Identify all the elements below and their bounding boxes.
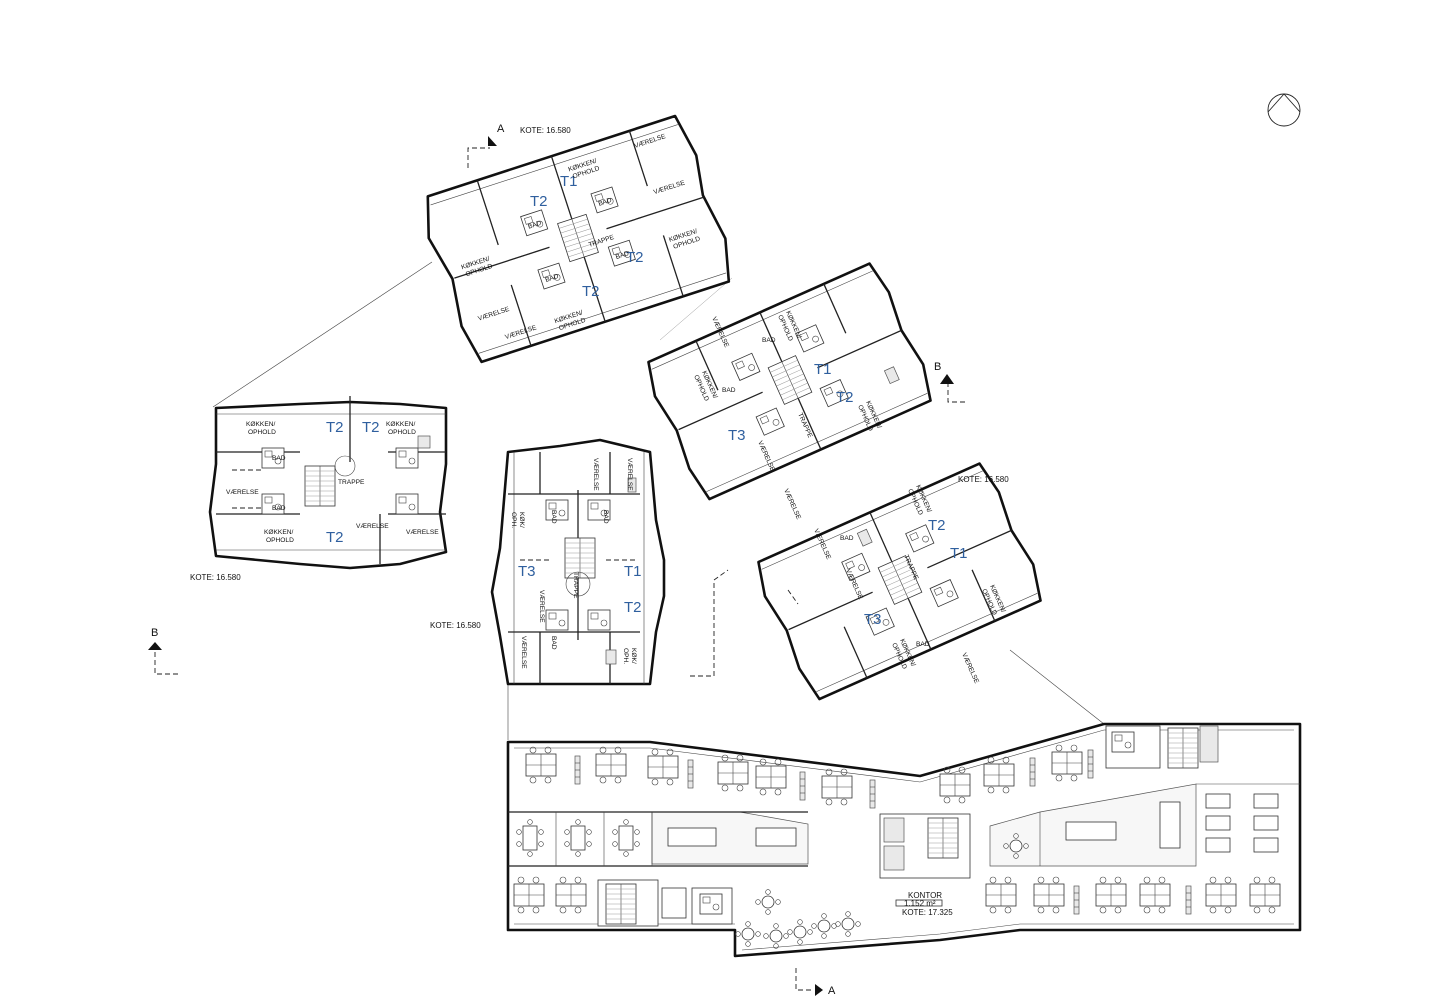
elevation-label-left: KOTE: 16.580 xyxy=(190,573,241,582)
unit-label-right-t1-b: T1 xyxy=(950,545,968,562)
room-label: BAD xyxy=(598,197,613,208)
room-label: VÆRELSE xyxy=(592,458,599,491)
room-label: VÆRELSE xyxy=(356,523,389,530)
room-label: TRAPPE xyxy=(572,572,579,599)
svg-text:B: B xyxy=(934,361,941,373)
room-label: BAD xyxy=(722,387,736,394)
room-label: VÆRELSE xyxy=(477,306,511,323)
unit-label-right-t1-a: T1 xyxy=(814,361,832,378)
room-label: OPHOLD xyxy=(266,537,294,544)
building-right-lower xyxy=(757,462,1042,701)
room-label: VÆRELSE xyxy=(538,590,545,623)
section-marker-b-left: B xyxy=(148,627,180,675)
room-label: OPHOLD xyxy=(388,429,416,436)
elevation-label-top: KOTE: 16.580 xyxy=(520,126,571,135)
building-right-upper xyxy=(647,262,932,501)
room-label: VÆRELSE xyxy=(226,489,259,496)
unit-label-left-t2-b: T2 xyxy=(362,419,380,436)
elevation-label-center: KOTE: 16.580 xyxy=(430,621,481,630)
room-label: BAD xyxy=(615,250,630,261)
room-label: VÆRELSE xyxy=(504,324,538,341)
room-label: VÆRELSE xyxy=(653,179,687,196)
building-left xyxy=(208,396,448,570)
unit-label-right-t3-b: T3 xyxy=(864,611,882,628)
room-label: KØKKEN/ xyxy=(246,421,275,428)
unit-label-right-t2-a: T2 xyxy=(836,389,854,406)
room-label: TRAPPE xyxy=(338,479,365,486)
unit-label-center-t1: T1 xyxy=(624,563,642,580)
room-label: BAD xyxy=(550,636,557,650)
unit-label-center-t2: T2 xyxy=(624,599,642,616)
svg-text:A: A xyxy=(497,123,505,135)
room-label: BAD xyxy=(916,641,930,648)
room-label: VÆRELSE xyxy=(520,636,527,669)
unit-label-top-t2-b: T2 xyxy=(626,249,644,266)
room-label: BAD xyxy=(840,535,854,542)
projection-lines xyxy=(212,261,1105,740)
building-top xyxy=(426,114,731,364)
unit-label-right-t2-b: T2 xyxy=(928,517,946,534)
room-label: OPH. xyxy=(622,648,629,664)
unit-label-top-t2-c: T2 xyxy=(582,283,600,300)
unit-label-left-t2-c: T2 xyxy=(326,529,344,546)
room-label: VÆRELSE xyxy=(633,133,667,150)
room-label: BAD xyxy=(272,455,286,462)
unit-label-top-t2-a: T2 xyxy=(530,193,548,210)
office-building xyxy=(506,722,1302,958)
elevation-label-right: KOTE: 16.580 xyxy=(958,475,1009,484)
room-label: VÆRELSE xyxy=(626,458,633,491)
office-name: KONTOR xyxy=(908,891,942,900)
office-elevation: KOTE: 17.325 xyxy=(902,908,953,917)
unit-label-top-t1: T1 xyxy=(560,173,578,190)
section-marker-b-right: B xyxy=(934,361,968,403)
room-label: BAD xyxy=(762,337,776,344)
room-label: KØKKEN/ xyxy=(264,529,293,536)
room-label: OPH. xyxy=(510,512,517,528)
unit-label-right-t3-a: T3 xyxy=(728,427,746,444)
room-label: VÆRELSE xyxy=(782,488,802,521)
room-label: BAD xyxy=(527,220,542,231)
section-marker-a-bottom: A xyxy=(795,968,836,997)
unit-label-left-t2-a: T2 xyxy=(326,419,344,436)
room-label: KØK/ xyxy=(630,648,637,664)
office-area: 1.152 m² xyxy=(904,899,936,908)
room-label: KØK/ xyxy=(518,512,525,528)
north-arrow-icon xyxy=(1267,93,1301,127)
entrance-dashed-outline xyxy=(690,569,729,677)
room-label: VÆRELSE xyxy=(960,652,980,685)
room-label: KØKKEN/ xyxy=(386,421,415,428)
room-label: VÆRELSE xyxy=(406,529,439,536)
unit-label-center-t3: T3 xyxy=(518,563,536,580)
svg-text:B: B xyxy=(151,627,158,639)
building-center xyxy=(490,438,666,686)
room-label: OPHOLD xyxy=(248,429,276,436)
section-marker-a-top: A xyxy=(467,123,505,168)
room-label: BAD xyxy=(550,510,557,524)
room-label: BAD xyxy=(272,505,286,512)
room-label: BAD xyxy=(602,510,609,524)
svg-text:A: A xyxy=(828,985,836,997)
room-label: BAD xyxy=(544,273,559,284)
